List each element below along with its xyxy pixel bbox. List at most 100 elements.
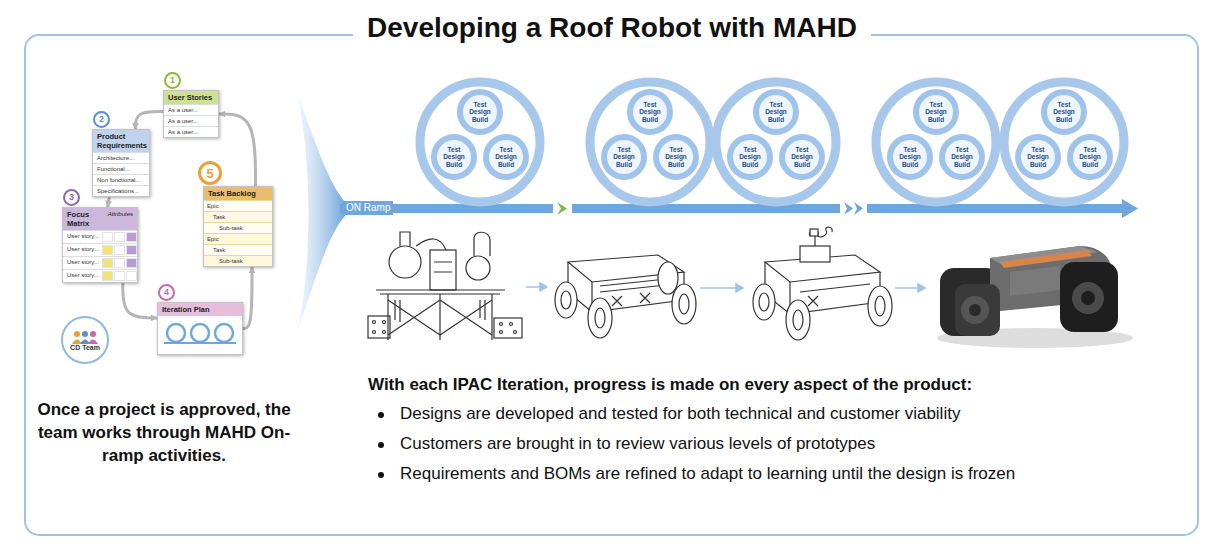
iteration-wheel: [420, 82, 1124, 202]
card-title: Product Requirements: [97, 132, 147, 150]
backlog-item: Epic: [207, 236, 219, 242]
iteration-track: [854, 202, 863, 215]
backlog-item: Epic: [207, 203, 219, 209]
iteration-step-circle: TestDesignBuild: [727, 134, 773, 180]
cycle-arrow: [108, 197, 110, 207]
lab-sketch: [474, 232, 490, 256]
chassis-sketch: [612, 293, 650, 306]
bullet-dot: [378, 442, 384, 448]
matrix-cell: [126, 245, 137, 255]
step-label: Build: [902, 161, 918, 169]
chassis-sketch: [588, 298, 612, 338]
card-row: As a user...: [164, 104, 218, 115]
chassis-sketch: [555, 282, 577, 318]
backlog-item: Task: [213, 247, 225, 253]
matrix-cell: [102, 232, 113, 242]
card-header: Focus MatrixAttributes: [63, 208, 137, 230]
step-label: Test: [770, 101, 783, 109]
lab-sketch: [383, 321, 386, 324]
matrix-row: User story...: [67, 271, 99, 281]
chassis-sketch: [555, 255, 696, 338]
step-label: Design: [951, 153, 973, 161]
artifact-card: 1User StoriesAs a user...As a user...As …: [163, 90, 219, 138]
iteration-step-circle: TestDesignBuild: [601, 134, 647, 180]
card-row-text: Non functional...: [97, 177, 140, 183]
final-robot: [937, 246, 1133, 348]
card-row: User story...: [63, 269, 137, 282]
sketch-arrows: [918, 284, 925, 292]
step-label: Test: [904, 146, 917, 154]
iteration-wheel: [876, 82, 996, 202]
step-number: 3: [63, 189, 80, 206]
card-row: As a user...: [164, 115, 218, 126]
card-row-text: As a user...: [168, 129, 198, 135]
final-robot: [969, 304, 981, 316]
iteration-wheel: [716, 82, 836, 202]
final-robot: [1081, 291, 1095, 305]
prototype-sketch: [786, 300, 810, 340]
team-circle: CD Team: [61, 316, 109, 364]
card-title: Iteration Plan: [162, 305, 210, 314]
prototype-sketch: [875, 296, 885, 316]
card-title: User Stories: [168, 93, 212, 102]
lab-sketch: [383, 331, 386, 334]
chassis-sketch: [561, 291, 571, 309]
card-row-text: As a user...: [168, 107, 198, 113]
matrix-cells: [102, 232, 137, 242]
bullet-dot: [378, 412, 384, 418]
matrix-row: User story...: [67, 258, 99, 268]
team-icon: [74, 331, 80, 337]
card-row-text: As a user...: [168, 118, 198, 124]
plan-loops: [215, 324, 233, 342]
sketch-arrows: [540, 283, 547, 291]
step-label: Test: [1084, 146, 1097, 154]
card-header: Product Requirements: [93, 130, 149, 152]
step-label: Test: [474, 101, 487, 109]
artifact-card: 3Focus MatrixAttributesUser story...User…: [62, 207, 138, 283]
step-label: Design: [613, 153, 635, 161]
iteration-step-circle: TestDesignBuild: [887, 134, 933, 180]
team-icon: [90, 331, 96, 337]
iteration-step-circle: TestDesignBuild: [913, 89, 959, 135]
team-icon: [82, 331, 88, 337]
prototype-sketch: [753, 284, 775, 320]
lab-sketch: [368, 232, 522, 340]
card-row: User story...: [63, 230, 137, 243]
step-label: Test: [1032, 146, 1045, 154]
step-label: Test: [1058, 101, 1071, 109]
step-label: Design: [665, 153, 687, 161]
step-label: Build: [616, 161, 632, 169]
iteration-step-circle: TestDesignBuild: [1015, 134, 1061, 180]
step-label: Design: [765, 108, 787, 116]
lab-sketch: [434, 262, 452, 272]
matrix-cell: [114, 232, 125, 242]
final-robot: [955, 284, 1000, 336]
iteration-step-circle: TestDesignBuild: [431, 134, 477, 180]
card-row: As a user...: [164, 126, 218, 137]
column-heading: Attributes: [108, 210, 133, 228]
cycle-arrow: [219, 114, 256, 186]
bullet-text: Designs are developed and tested for bot…: [400, 404, 960, 424]
card-header: User Stories: [164, 91, 218, 104]
iteration-step-circle: TestDesignBuild: [779, 134, 825, 180]
step-number: 5: [198, 161, 222, 185]
card-row: Functional...: [93, 163, 149, 174]
card-row: Task: [204, 244, 272, 255]
matrix-cell: [126, 258, 137, 268]
chassis-sketch: [595, 308, 605, 328]
prototype-sketch: [810, 229, 818, 236]
panel-border: [25, 35, 1198, 535]
matrix-cell: [126, 271, 137, 281]
lab-sketch: [430, 250, 456, 290]
cycle-arrow: [136, 112, 164, 129]
card-title: Task Backlog: [208, 189, 256, 198]
step-label: Design: [925, 108, 947, 116]
matrix-cell: [114, 258, 125, 268]
card-row-text: Functional...: [97, 166, 130, 172]
step-number: 2: [93, 111, 110, 128]
card-title: Focus Matrix: [67, 210, 104, 228]
card-row: User story...: [63, 243, 137, 256]
step-label: Design: [1027, 153, 1049, 161]
